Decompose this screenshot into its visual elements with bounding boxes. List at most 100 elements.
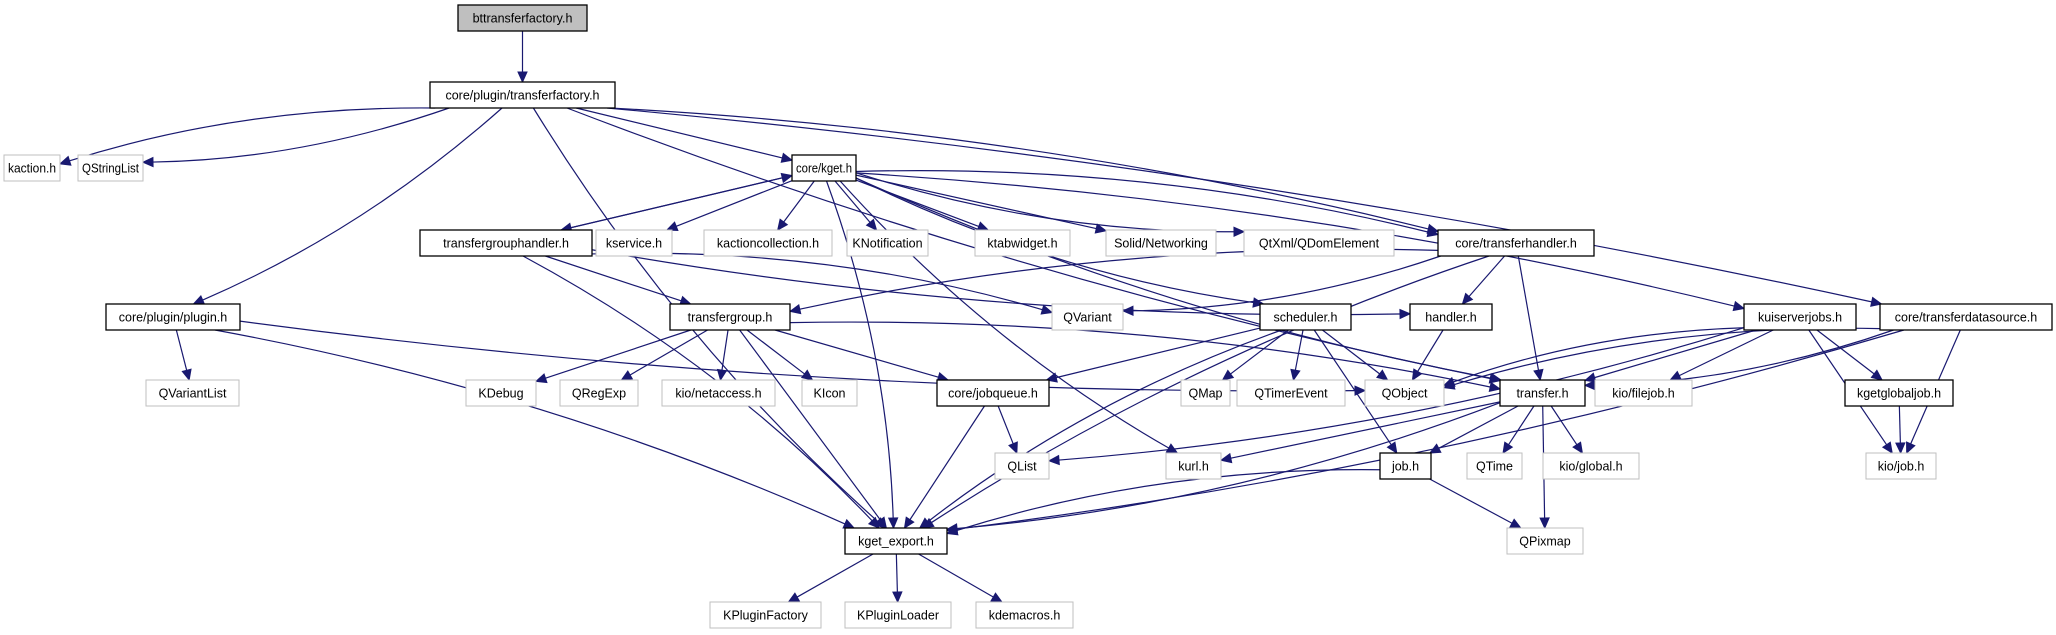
node-transfergrouphandler[interactable]: transfergrouphandler.h [419, 229, 593, 257]
edge-line [606, 107, 1872, 303]
edge-kgetexport-to-kpluginloader [892, 553, 903, 604]
edge-line [1230, 401, 1501, 459]
nodes-layer: bttransferfactory.h core/plugin/transferf… [3, 4, 2053, 629]
node-jobqueue[interactable]: core/jobqueue.h [936, 379, 1050, 407]
edge-scheduler-to-kgetexport [918, 329, 1282, 529]
edge-transfer-to-job [1428, 405, 1519, 454]
node-transfer[interactable]: transfer.h [1499, 379, 1586, 407]
edge-line [1438, 405, 1519, 449]
edge-line [1056, 327, 1261, 379]
node-label: job.h [1391, 460, 1419, 474]
node-plugin[interactable]: core/plugin/plugin.h [105, 303, 241, 331]
node-label: scheduler.h [1274, 311, 1338, 325]
edge-line [774, 329, 939, 378]
node-box [429, 81, 616, 109]
node-box [846, 229, 929, 257]
node-label: kdemacros.h [989, 609, 1061, 623]
node-box [1437, 229, 1595, 257]
node-label: transfergroup.h [688, 311, 773, 325]
edge-kget-to-kservice [665, 180, 793, 232]
arrowhead-icon [990, 592, 1003, 603]
edge-kgetexport-to-kdemacros [918, 553, 1003, 603]
node-kuiserverjobs[interactable]: kuiserverjobs.h [1743, 303, 1857, 331]
node-label: QTime [1476, 460, 1513, 474]
edge-line [1898, 405, 1901, 444]
node-transfergroup[interactable]: transfergroup.h [669, 303, 791, 331]
edge-kuiserverjobs-to-qlist [1047, 327, 1745, 466]
edge-line [629, 329, 708, 376]
node-qlist: QList [994, 452, 1050, 480]
arrowhead-icon [787, 592, 801, 603]
edge-line [789, 321, 1491, 388]
edge-scheduler-to-qtimerevent [1290, 329, 1304, 382]
node-box [1379, 452, 1432, 480]
node-kiofilejob: kio/filejob.h [1594, 379, 1693, 407]
edge-line [997, 405, 1014, 444]
node-kdemacros: kdemacros.h [975, 601, 1074, 629]
node-label: handler.h [1425, 311, 1476, 325]
edge-line [1313, 329, 1392, 446]
edge-transfergroup-to-kdebug [534, 329, 692, 384]
arrowhead-icon [875, 516, 888, 529]
arrowhead-icon [903, 516, 915, 530]
node-qtime: QTime [1466, 452, 1523, 480]
node-transferfactory[interactable]: core/plugin/transferfactory.h [429, 81, 616, 109]
node-transferhandler[interactable]: core/transferhandler.h [1437, 229, 1595, 257]
node-kactioncollection: kactioncollection.h [703, 229, 833, 257]
node-qregexp: QRegExp [559, 379, 639, 407]
arrowhead-icon [192, 294, 206, 305]
node-box [419, 229, 593, 257]
arrowhead-icon [1533, 368, 1544, 382]
edge-plugin-to-qvariantlist [175, 329, 192, 382]
node-qpixmap: QPixmap [1506, 527, 1584, 555]
node-solidnetworking: Solid/Networking [1105, 229, 1217, 257]
edge-line [855, 172, 1735, 307]
node-kgetglobaljob[interactable]: kgetglobaljob.h [1844, 379, 1954, 407]
edge-jobqueue-to-qlist [997, 405, 1018, 455]
node-label: QTimerEvent [1254, 387, 1328, 401]
node-kgetexport[interactable]: kget_export.h [844, 527, 948, 555]
node-job[interactable]: job.h [1379, 452, 1432, 480]
arrowhead-icon [58, 155, 72, 166]
node-label: kget_export.h [858, 535, 934, 549]
edge-line [609, 107, 1429, 230]
node-box [1542, 452, 1640, 480]
arrowhead-icon [1008, 441, 1018, 455]
arrowhead-icon [1376, 369, 1389, 381]
node-transferdatasource[interactable]: core/transferdatasource.h [1879, 303, 2053, 331]
node-qmap: QMap [1180, 379, 1231, 407]
arrowhead-icon [1426, 226, 1440, 238]
arrowhead-icon [620, 370, 634, 381]
edge-line [909, 405, 985, 520]
node-label: KDebug [478, 387, 523, 401]
node-handler[interactable]: handler.h [1409, 303, 1493, 331]
node-label: kio/global.h [1559, 460, 1622, 474]
node-qvariant: QVariant [1051, 303, 1124, 331]
edge-transferhandler-to-handler [1461, 255, 1506, 305]
node-qobject: QObject [1364, 379, 1445, 407]
node-box [1165, 452, 1222, 480]
node-box [974, 229, 1071, 257]
node-box [1879, 303, 2053, 331]
edge-transfergroup-to-kgetexport [739, 329, 888, 529]
node-bttransferfactory[interactable]: bttransferfactory.h [457, 4, 588, 32]
node-box [457, 4, 588, 32]
edge-line [739, 329, 881, 521]
node-label: QMap [1188, 387, 1222, 401]
node-kurl: kurl.h [1165, 452, 1222, 480]
edge-line [545, 329, 692, 379]
edge-line [796, 553, 874, 598]
edge-line [1294, 329, 1304, 371]
node-box [1364, 379, 1445, 407]
node-ktabwidget: ktabwidget.h [974, 229, 1071, 257]
node-scheduler[interactable]: scheduler.h [1259, 303, 1352, 331]
node-label: kuiserverjobs.h [1758, 311, 1842, 325]
arrowhead-icon [780, 172, 794, 184]
node-label: kaction.h [8, 162, 56, 176]
edge-transferfactory-to-kaction [58, 107, 436, 166]
edge-line [839, 180, 1169, 449]
arrowhead-icon [788, 303, 802, 315]
node-kget[interactable]: core/kget.h [791, 154, 857, 182]
edge-transferhandler-to-transfer [1517, 255, 1544, 382]
arrowhead-icon [1539, 517, 1550, 530]
